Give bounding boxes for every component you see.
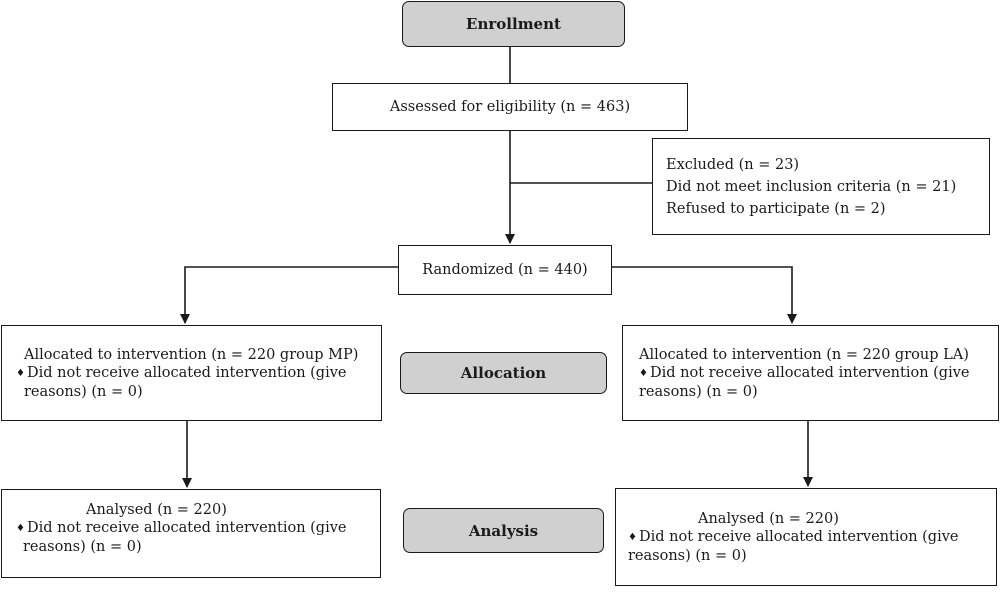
excluded-not-meeting-criteria: Did not meet inclusion criteria (n = 21) xyxy=(666,179,957,195)
allocation-label: Allocation xyxy=(460,364,547,382)
analysis-right-not-received: ♦Did not receive allocated intervention … xyxy=(628,529,959,545)
enrollment-label: Enrollment xyxy=(466,15,561,33)
randomized-to-right-arrow xyxy=(612,266,797,324)
randomized-box: Randomized (n = 440) xyxy=(398,245,612,295)
excluded-total: Excluded (n = 23) xyxy=(666,157,800,173)
analysis-stage-label: Analysis xyxy=(403,508,604,553)
enrollment-stage-label: Enrollment xyxy=(402,1,625,47)
analysis-left-analysed: Analysed (n = 220) xyxy=(86,502,227,518)
analysis-left-reasons: reasons) (n = 0) xyxy=(23,539,142,555)
allocation-left-box: Allocated to intervention (n = 220 group… xyxy=(1,325,382,421)
bullet-diamond-icon: ♦ xyxy=(16,368,25,379)
analysis-left-not-received: ♦Did not receive allocated intervention … xyxy=(16,520,347,536)
allocation-left-allocated: Allocated to intervention (n = 220 group… xyxy=(24,347,359,363)
analysis-label: Analysis xyxy=(468,521,539,540)
bullet-diamond-icon: ♦ xyxy=(16,523,25,534)
randomized-to-left-arrow xyxy=(180,266,398,324)
analysis-right-reasons: reasons) (n = 0) xyxy=(628,548,747,564)
assessed-box: Assessed for eligibility (n = 463) xyxy=(332,83,688,131)
allocation-right-reasons: reasons) (n = 0) xyxy=(639,384,758,400)
allocation-right-allocated: Allocated to intervention (n = 220 group… xyxy=(639,347,969,363)
analysis-left-box: Analysed (n = 220) ♦Did not receive allo… xyxy=(1,489,381,578)
randomized-text: Randomized (n = 440) xyxy=(422,262,588,278)
allocation-right-not-received: ♦Did not receive allocated intervention … xyxy=(639,365,970,381)
excluded-box: Excluded (n = 23) Did not meet inclusion… xyxy=(652,138,990,235)
bullet-diamond-icon: ♦ xyxy=(628,532,637,543)
allocation-right-box: Allocated to intervention (n = 220 group… xyxy=(622,325,999,421)
allocation-left-reasons: reasons) (n = 0) xyxy=(24,384,143,400)
allocation-left-not-received: ♦Did not receive allocated intervention … xyxy=(16,365,347,381)
excluded-refused: Refused to participate (n = 2) xyxy=(666,201,886,217)
analysis-right-box: Analysed (n = 220) ♦Did not receive allo… xyxy=(615,488,997,586)
analysis-right-analysed: Analysed (n = 220) xyxy=(698,511,839,527)
bullet-diamond-icon: ♦ xyxy=(639,368,648,379)
allocation-stage-label: Allocation xyxy=(400,352,607,394)
assessed-text: Assessed for eligibility (n = 463) xyxy=(389,99,631,115)
